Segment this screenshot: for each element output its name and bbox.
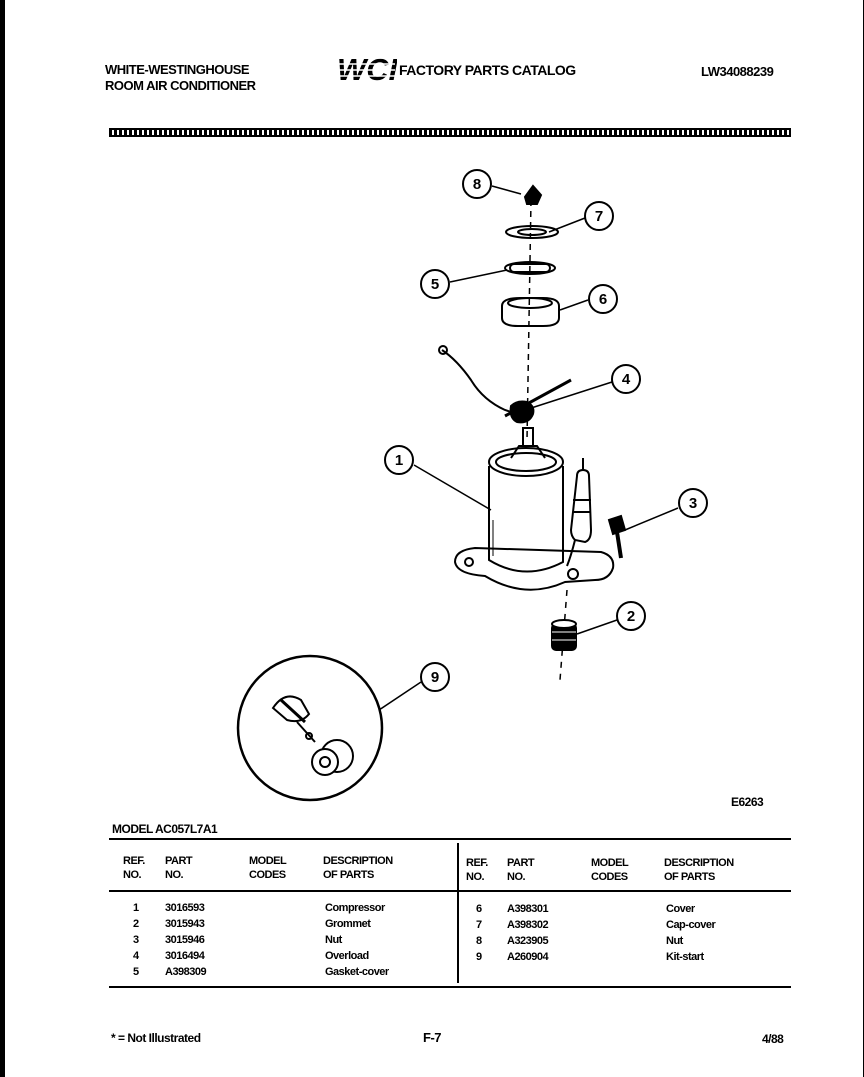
callout-4: 4 xyxy=(611,364,641,394)
part-8-nut xyxy=(523,184,543,205)
table-bottom-divider xyxy=(109,986,791,988)
part-1-compressor xyxy=(453,445,615,591)
svg-text:9: 9 xyxy=(431,669,439,686)
part-9-kit-start-inset xyxy=(236,654,384,802)
callout-9: 9 xyxy=(420,662,450,692)
part-6-cover xyxy=(501,297,560,327)
callout-8: 8 xyxy=(462,169,492,199)
svg-text:7: 7 xyxy=(595,208,603,225)
figure-code: E6263 xyxy=(731,795,764,809)
not-illustrated-note: * = Not Illustrated xyxy=(111,1031,201,1045)
header-ref-no-right: REF.NO. xyxy=(466,857,488,883)
wci-logo-icon: WCI xyxy=(337,52,397,84)
svg-text:1: 1 xyxy=(395,452,403,469)
brand-block: WHITE-WESTINGHOUSE ROOM AIR CONDITIONER xyxy=(105,62,256,94)
model-divider xyxy=(109,838,791,840)
brand-line-2: ROOM AIR CONDITIONER xyxy=(105,78,256,93)
part-7-cap-cover xyxy=(505,225,559,239)
svg-text:3: 3 xyxy=(689,495,697,512)
brand-line-1: WHITE-WESTINGHOUSE xyxy=(105,62,250,77)
catalog-page: WHITE-WESTINGHOUSE ROOM AIR CONDITIONER … xyxy=(3,0,863,1077)
catalog-number: LW34088239 xyxy=(701,64,774,79)
svg-text:5: 5 xyxy=(431,276,439,293)
callout-6: 6 xyxy=(588,284,618,314)
header-ref-no-left: REF.NO. xyxy=(123,855,145,881)
svg-text:6: 6 xyxy=(599,291,607,308)
model-label: MODEL AC057L7A1 xyxy=(112,822,218,836)
part-3-nut xyxy=(607,514,627,559)
callout-3: 3 xyxy=(678,488,708,518)
page-number: F-7 xyxy=(423,1030,442,1045)
callout-2: 2 xyxy=(616,601,646,631)
table-header-divider xyxy=(109,890,791,892)
table-column-divider xyxy=(457,843,459,983)
svg-text:8: 8 xyxy=(473,176,481,193)
part-5-gasket xyxy=(504,261,556,275)
part-9-start-tube xyxy=(569,468,593,544)
part-2-grommet xyxy=(551,619,577,651)
callout-1: 1 xyxy=(384,445,414,475)
svg-text:4: 4 xyxy=(622,371,631,388)
svg-text:2: 2 xyxy=(627,608,635,625)
revision-date: 4/88 xyxy=(762,1032,784,1046)
exploded-parts-diagram: 8 7 5 6 4 1 3 2 9 xyxy=(236,169,708,802)
callout-5: 5 xyxy=(420,269,450,299)
part-4-overload xyxy=(509,400,535,424)
callout-7: 7 xyxy=(584,201,614,231)
part-4-wire xyxy=(441,349,518,415)
header-divider xyxy=(109,128,791,137)
catalog-title: FACTORY PARTS CATALOG xyxy=(399,62,576,78)
